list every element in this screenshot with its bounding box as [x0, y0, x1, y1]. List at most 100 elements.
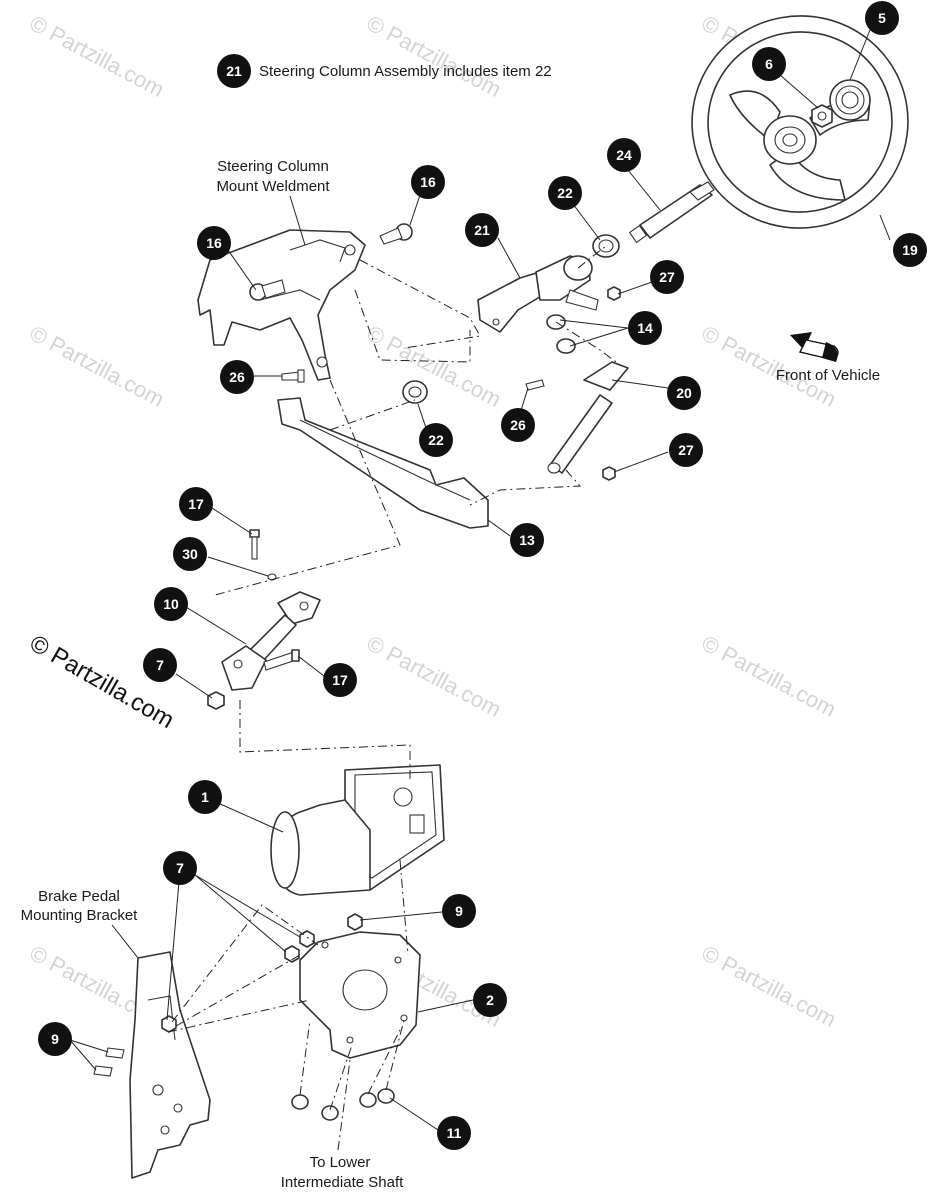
watermark: © Partzilla.com — [26, 320, 169, 412]
bolt-17-lower — [263, 649, 300, 671]
bolt-9-left — [93, 1047, 125, 1077]
callout-9-left: 9 — [38, 1022, 72, 1056]
callout-22-lower: 22 — [419, 423, 453, 457]
svg-text:16: 16 — [206, 235, 222, 251]
svg-text:17: 17 — [332, 672, 348, 688]
svg-text:30: 30 — [182, 546, 198, 562]
label-brake-pedal-1: Brake Pedal — [38, 888, 120, 905]
callout-22-upper: 22 — [548, 176, 582, 210]
note-text: Steering Column Assembly includes item 2… — [259, 63, 552, 80]
svg-text:5: 5 — [878, 10, 886, 26]
svg-text:14: 14 — [637, 320, 653, 336]
bolts-11 — [291, 1088, 395, 1121]
nut-27-lower — [602, 466, 616, 481]
svg-text:22: 22 — [557, 185, 573, 201]
steering-shaft — [628, 181, 715, 244]
callout-1: 1 — [188, 780, 222, 814]
svg-text:6: 6 — [765, 56, 773, 72]
nut-14-b — [556, 338, 576, 354]
assembly-note: 21 Steering Column Assembly includes ite… — [217, 54, 552, 88]
callout-27-upper: 27 — [650, 260, 684, 294]
callout-11: 11 — [437, 1116, 471, 1150]
svg-text:16: 16 — [420, 174, 436, 190]
steering-column-assembly — [477, 255, 599, 333]
callout-16-right: 16 — [411, 165, 445, 199]
svg-text:26: 26 — [229, 369, 245, 385]
callout-17-lower: 17 — [323, 663, 357, 697]
bolt-17-upper — [249, 529, 260, 560]
callout-9-plate: 9 — [442, 894, 476, 928]
intermediate-shaft — [221, 591, 321, 691]
callout-19: 19 — [893, 233, 927, 267]
nut-27-upper — [607, 286, 621, 301]
steering-nut — [811, 104, 833, 128]
note-callout: 21 — [226, 63, 242, 79]
lower-bracket — [277, 397, 489, 529]
svg-text:17: 17 — [188, 496, 204, 512]
svg-text:22: 22 — [428, 432, 444, 448]
assembly-lines — [167, 245, 621, 1151]
callout-7-lower: 7 — [163, 851, 197, 885]
bolt-16-left — [249, 279, 286, 301]
svg-text:7: 7 — [156, 657, 164, 673]
bolt-16-right — [379, 223, 413, 245]
callouts: 5 6 24 19 16 16 22 21 27 14 26 20 26 22 … — [38, 1, 927, 1150]
bushing-lower — [402, 380, 428, 404]
label-steering-column-mount-2: Mount Weldment — [216, 178, 330, 195]
callout-7-upper: 7 — [143, 648, 177, 682]
callout-2: 2 — [473, 983, 507, 1017]
callout-17-upper: 17 — [179, 487, 213, 521]
watermark: © Partzilla.com — [26, 10, 169, 102]
callout-27-lower: 27 — [669, 433, 703, 467]
horn-cap — [829, 79, 871, 121]
svg-text:9: 9 — [51, 1031, 59, 1047]
callout-21: 21 — [465, 213, 499, 247]
leader-lines — [69, 29, 891, 1131]
svg-text:7: 7 — [176, 860, 184, 876]
screw-26-left — [281, 369, 305, 383]
label-steering-column-mount-1: Steering Column — [217, 158, 329, 175]
callout-14: 14 — [628, 311, 662, 345]
nut-7-bracket — [161, 1015, 177, 1033]
callout-13: 13 — [510, 523, 544, 557]
mounting-plate — [299, 931, 421, 1059]
watermark: © Partzilla.com — [363, 10, 506, 102]
steering-motor — [270, 764, 445, 896]
nut-9-plate — [347, 913, 363, 931]
svg-text:20: 20 — [676, 385, 692, 401]
callout-10: 10 — [154, 587, 188, 621]
svg-text:2: 2 — [486, 992, 494, 1008]
svg-text:24: 24 — [616, 147, 632, 163]
svg-text:1: 1 — [201, 789, 209, 805]
callout-26-left: 26 — [220, 360, 254, 394]
svg-text:10: 10 — [163, 596, 179, 612]
callout-16-left: 16 — [197, 226, 231, 260]
front-arrow-icon — [790, 332, 839, 362]
svg-text:11: 11 — [447, 1125, 462, 1141]
svg-text:9: 9 — [455, 903, 463, 919]
copyright-text: © Partzilla.com — [25, 630, 179, 734]
svg-text:27: 27 — [678, 442, 694, 458]
label-lower-shaft-2: Intermediate Shaft — [281, 1174, 404, 1191]
gas-strut — [547, 361, 629, 474]
callout-24: 24 — [607, 138, 641, 172]
label-lower-shaft-1: To Lower — [310, 1154, 371, 1171]
watermark: © Partzilla.com — [698, 940, 841, 1032]
callout-6: 6 — [752, 47, 786, 81]
svg-text:21: 21 — [474, 222, 490, 238]
label-brake-pedal-2: Mounting Bracket — [21, 907, 139, 924]
callout-26-right: 26 — [501, 408, 535, 442]
watermark: © Partzilla.com — [363, 320, 506, 412]
screw-26-right — [525, 379, 545, 391]
watermark: © Partzilla.com — [363, 630, 506, 722]
svg-text:19: 19 — [902, 242, 918, 258]
svg-text:27: 27 — [659, 269, 675, 285]
label-front-of-vehicle: Front of Vehicle — [776, 367, 880, 384]
callout-20: 20 — [667, 376, 701, 410]
svg-text:26: 26 — [510, 417, 526, 433]
nut-7-upper — [207, 691, 225, 710]
watermark: © Partzilla.com — [698, 630, 841, 722]
callout-30: 30 — [173, 537, 207, 571]
callout-5: 5 — [865, 1, 899, 35]
